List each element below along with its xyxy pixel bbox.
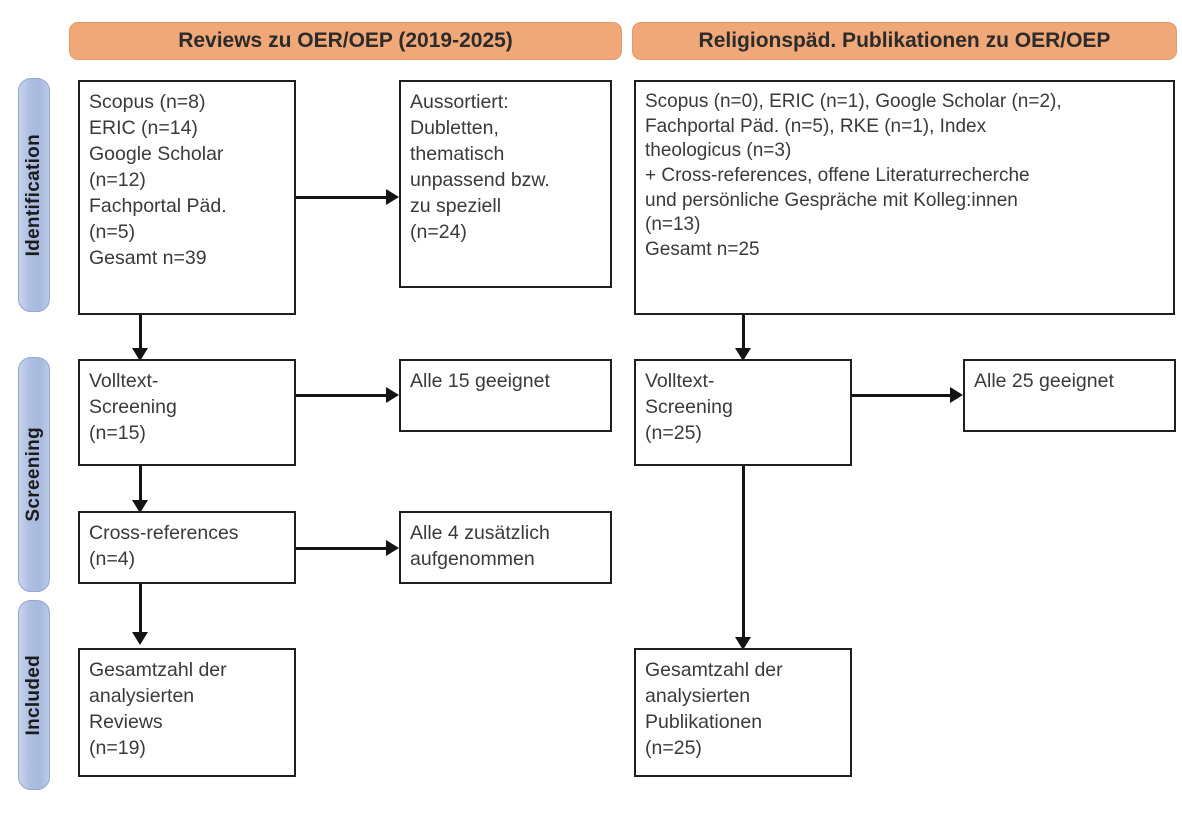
connector-left-screening-to-crossrefs <box>139 466 142 505</box>
phase-label-included: Included <box>23 654 44 736</box>
column-header-publikationen: Religionspäd. Publikationen zu OER/OEP <box>632 22 1177 60</box>
box-left-crossrefs-result: Alle 4 zusätzlich aufgenommen <box>399 511 612 584</box>
connector-right-screening-to-included <box>742 466 745 642</box>
connector-left-ident-to-excluded <box>296 196 388 199</box>
arrowhead-left-crossrefs-to-included <box>132 632 148 645</box>
phase-bar-identification: Identification <box>18 78 50 312</box>
arrowhead-right-ident-to-screening <box>735 348 751 361</box>
box-left-screening: Volltext- Screening (n=15) <box>78 359 296 466</box>
connector-right-screening-to-result <box>852 394 952 397</box>
arrowhead-right-screening-to-included <box>735 637 751 650</box>
box-right-identification: Scopus (n=0), ERIC (n=1), Google Scholar… <box>634 80 1175 315</box>
box-right-included: Gesamtzahl der analysierten Publikatione… <box>634 648 852 777</box>
phase-label-identification: Identification <box>23 133 44 257</box>
box-left-included: Gesamtzahl der analysierten Reviews (n=1… <box>78 648 296 777</box>
box-right-screening: Volltext- Screening (n=25) <box>634 359 852 466</box>
column-header-publikationen-label: Religionspäd. Publikationen zu OER/OEP <box>698 29 1111 52</box>
column-header-reviews: Reviews zu OER/OEP (2019-2025) <box>69 22 622 60</box>
arrowhead-left-ident-to-screening <box>132 348 148 361</box>
arrowhead-left-screening-to-crossrefs <box>132 500 148 513</box>
box-left-identification: Scopus (n=8) ERIC (n=14) Google Scholar … <box>78 80 296 315</box>
phase-bar-included: Included <box>18 600 50 790</box>
box-left-crossrefs: Cross-references (n=4) <box>78 511 296 584</box>
arrowhead-right-screening-to-result <box>950 387 963 403</box>
box-left-screening-result: Alle 15 geeignet <box>399 359 612 432</box>
phase-label-screening: Screening <box>23 427 44 522</box>
connector-left-crossrefs-to-included <box>139 584 142 637</box>
connector-right-ident-to-screening <box>742 315 745 353</box>
connector-left-screening-to-result <box>296 394 388 397</box>
connector-left-crossrefs-to-result <box>296 547 388 550</box>
connector-left-ident-to-screening <box>139 315 142 353</box>
box-right-screening-result: Alle 25 geeignet <box>963 359 1176 432</box>
box-left-excluded: Aussortiert: Dubletten, thematisch unpas… <box>399 80 612 288</box>
phase-bar-screening: Screening <box>18 357 50 592</box>
arrowhead-left-crossrefs-to-result <box>386 540 399 556</box>
arrowhead-left-screening-to-result <box>386 387 399 403</box>
column-header-reviews-label: Reviews zu OER/OEP (2019-2025) <box>178 29 513 52</box>
arrowhead-left-ident-to-excluded <box>386 189 399 205</box>
